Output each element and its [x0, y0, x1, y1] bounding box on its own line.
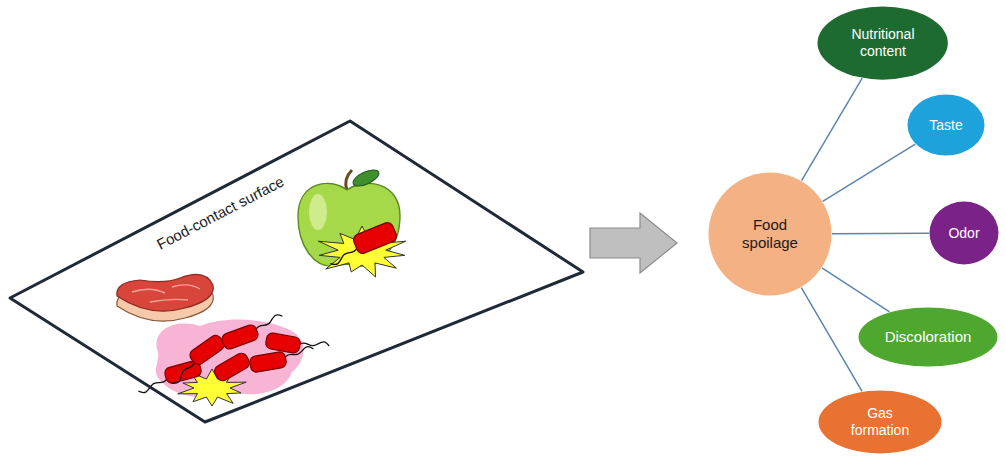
surface-outline-path — [10, 121, 583, 422]
node-label: Nutritional content — [835, 26, 932, 60]
node-fill — [818, 6, 948, 79]
bacterium-icon — [265, 332, 330, 359]
flagellum — [169, 363, 198, 386]
apple-leaf — [351, 167, 381, 190]
bacterium-icon — [135, 360, 203, 394]
flagellum — [300, 338, 330, 349]
steak-meat — [117, 274, 213, 311]
bacterium-body — [352, 221, 398, 255]
steak-icon — [117, 274, 213, 321]
connector-line — [802, 78, 863, 180]
flagellum — [254, 313, 283, 329]
bacterium-body — [265, 332, 301, 354]
effect-ellipse: Gas formation — [818, 390, 942, 454]
node-label: Gas formation — [843, 405, 917, 439]
node-label: Odor — [948, 225, 979, 242]
node-label: Taste — [929, 117, 962, 134]
node-label: Discoloration — [885, 328, 972, 346]
bacterium-icon — [324, 221, 398, 267]
illustration — [117, 167, 406, 406]
apple-highlight — [309, 194, 327, 230]
effect-ellipse: Odor — [929, 201, 999, 265]
bacterium-body — [212, 351, 251, 383]
node-fill — [930, 202, 999, 265]
bacterium-body — [220, 323, 259, 350]
effect-ellipse: Discoloration — [858, 307, 998, 367]
connector-line — [801, 288, 862, 392]
connector-line — [832, 232, 929, 234]
connector-line — [823, 144, 916, 201]
effect-ellipse: Nutritional content — [817, 6, 948, 80]
food-contact-surface: Food-contact surface — [8, 116, 588, 426]
node-label: Food spoilage — [732, 216, 809, 252]
spoilage-circle: Food spoilage — [708, 172, 832, 296]
flagellum — [329, 249, 359, 267]
node-fill — [819, 391, 942, 454]
block-arrow — [590, 213, 677, 273]
surface-outline — [8, 116, 588, 426]
bacterium-body — [188, 333, 227, 367]
node-fill — [908, 95, 985, 156]
steak-marbling — [132, 285, 200, 302]
node-fill — [709, 173, 832, 296]
bacterium-icon — [212, 351, 251, 383]
connector-line — [822, 268, 890, 312]
bacterium-body — [249, 351, 287, 373]
effect-ellipse: Taste — [907, 94, 985, 156]
node-fill — [859, 308, 998, 367]
